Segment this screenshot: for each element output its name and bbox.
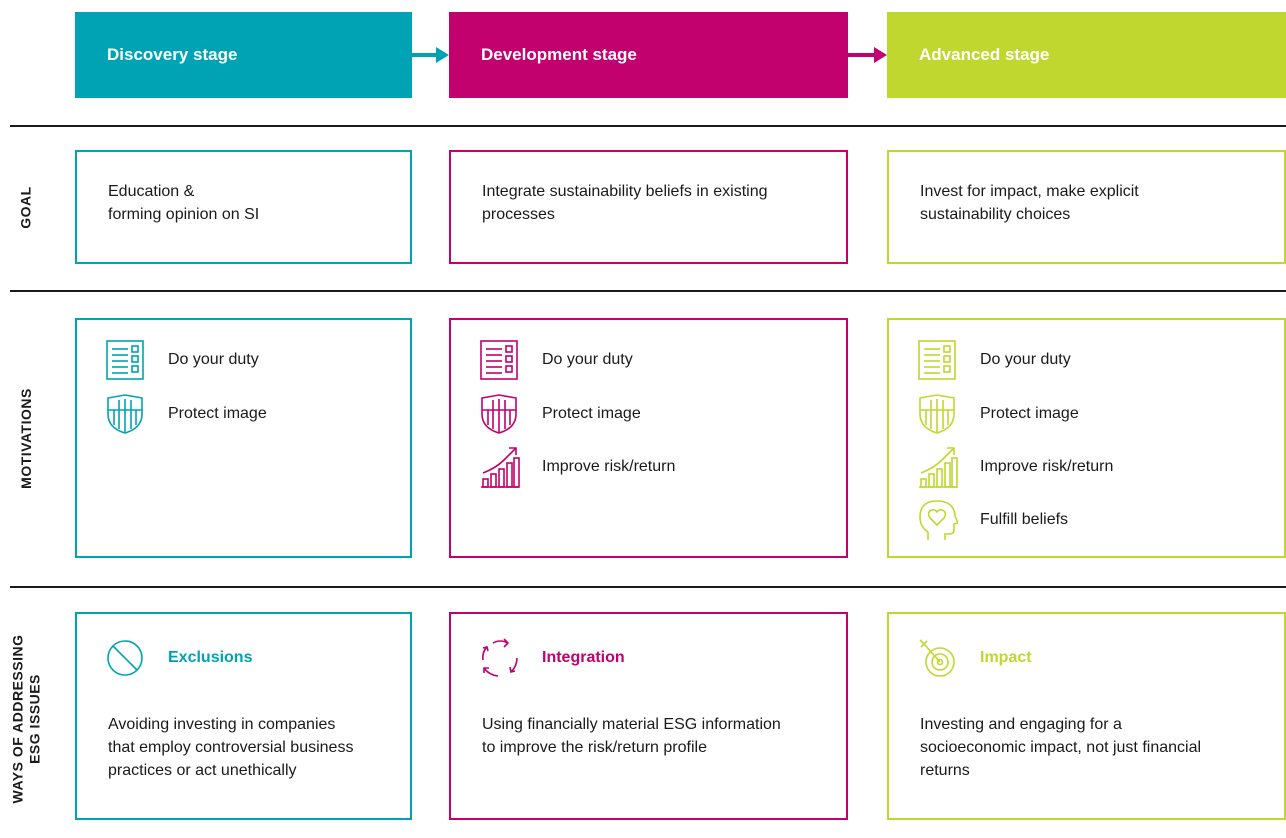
motivation-label: Protect image [168, 405, 267, 422]
motivation-item: Fulfill beliefs [918, 498, 1068, 542]
checklist-icon [106, 338, 148, 382]
motivation-label: Do your duty [980, 351, 1071, 368]
development-stage-label: Development stage [481, 45, 637, 64]
target-icon [918, 638, 960, 678]
ways-box-development: Integration Using financially material E… [449, 612, 848, 820]
arrow-right-icon [412, 47, 449, 63]
shield-icon [106, 392, 148, 436]
row-divider [10, 125, 1286, 127]
goal-row-label: GOAL [17, 185, 34, 229]
motivation-item: Protect image [106, 392, 267, 436]
motivations-box-discovery: Do your duty Protect image [75, 318, 412, 558]
advanced-stage-label: Advanced stage [919, 45, 1050, 64]
goal-text: Education &forming opinion on SI [108, 183, 260, 223]
head-heart-icon [918, 498, 960, 542]
way-title: Exclusions [168, 649, 253, 666]
motivation-label: Do your duty [168, 351, 259, 368]
goal-box-discovery: Education &forming opinion on SI [75, 150, 412, 264]
way-title: Integration [542, 649, 625, 666]
motivation-item: Improve risk/return [480, 445, 675, 489]
motivation-label: Improve risk/return [542, 458, 676, 475]
motivations-box-development: Do your duty Protect image Improve risk/… [449, 318, 848, 558]
discovery-stage-header: Discovery stage [75, 12, 412, 98]
way-heading: Integration [480, 638, 625, 678]
way-title: Impact [980, 649, 1032, 666]
motivation-item: Do your duty [480, 338, 633, 382]
goal-text: Integrate sustainability beliefs in exis… [482, 183, 768, 223]
motivation-item: Do your duty [918, 338, 1071, 382]
row-divider [10, 290, 1286, 292]
arrow-right-icon [848, 47, 887, 63]
ways-box-discovery: Exclusions Avoiding investing in compani… [75, 612, 412, 820]
motivation-label: Improve risk/return [980, 458, 1114, 475]
shield-icon [918, 392, 960, 436]
discovery-stage-label: Discovery stage [107, 45, 238, 64]
motivation-label: Protect image [542, 405, 641, 422]
checklist-icon [918, 338, 960, 382]
motivation-item: Protect image [480, 392, 641, 436]
way-heading: Impact [918, 638, 1032, 678]
row-divider [10, 586, 1286, 588]
motivation-label: Protect image [980, 405, 1079, 422]
growth-chart-icon [918, 445, 960, 489]
motivations-row-label: MOTIVATIONS [17, 387, 34, 489]
cycle-arrows-icon [480, 638, 522, 678]
development-stage-header: Development stage [449, 12, 848, 98]
shield-icon [480, 392, 522, 436]
way-description: Using financially material ESG informati… [482, 716, 781, 756]
way-heading: Exclusions [106, 638, 252, 678]
motivation-label: Fulfill beliefs [980, 511, 1069, 528]
motivations-box-advanced: Do your duty Protect image Improve risk/… [887, 318, 1286, 558]
prohibited-icon [106, 638, 148, 678]
advanced-stage-header: Advanced stage [887, 12, 1286, 98]
motivation-item: Improve risk/return [918, 445, 1113, 489]
goal-box-development: Integrate sustainability beliefs in exis… [449, 150, 848, 264]
checklist-icon [480, 338, 522, 382]
growth-chart-icon [480, 445, 522, 489]
motivation-item: Protect image [918, 392, 1079, 436]
motivation-item: Do your duty [106, 338, 259, 382]
motivation-label: Do your duty [542, 351, 633, 368]
